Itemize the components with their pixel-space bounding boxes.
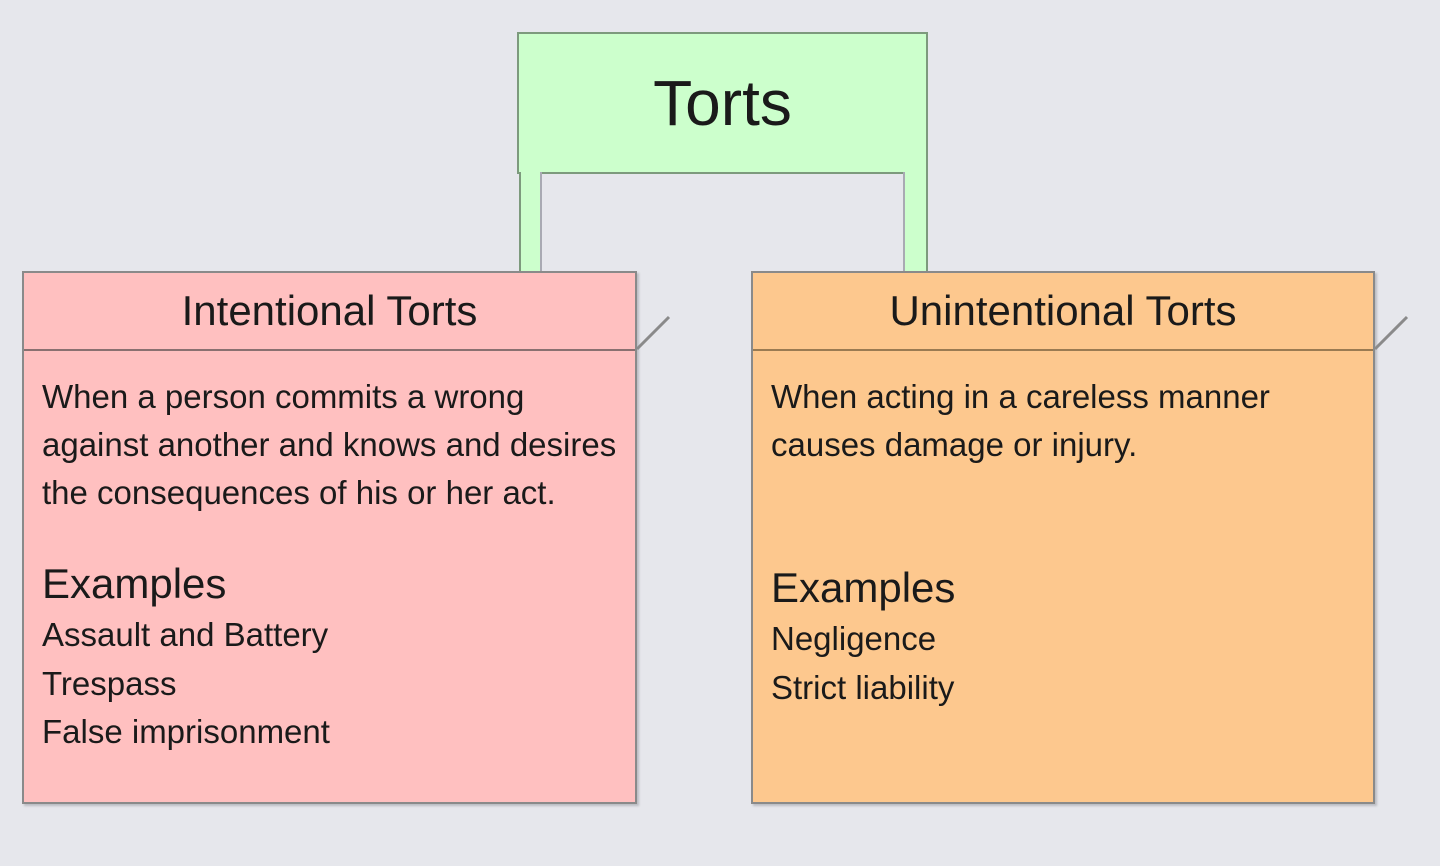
list-item: False imprisonment	[42, 713, 330, 751]
node-unintentional-torts-body: When acting in a careless manner causes …	[753, 351, 1373, 713]
node-torts[interactable]: Torts	[517, 32, 928, 174]
resize-handle-icon[interactable]	[1373, 311, 1413, 351]
node-intentional-torts[interactable]: Intentional Torts When a person commits …	[22, 271, 637, 804]
node-unintentional-torts-examples-list: Negligence Strict liability	[771, 615, 1355, 713]
connector-torts-to-unintentional	[903, 172, 928, 278]
node-unintentional-torts-description: When acting in a careless manner causes …	[771, 378, 1270, 463]
node-intentional-torts-body: When a person commits a wrong against an…	[24, 351, 635, 757]
node-intentional-torts-header: Intentional Torts	[24, 273, 635, 351]
connector-torts-to-intentional	[519, 172, 542, 278]
node-intentional-torts-examples-heading: Examples	[42, 559, 227, 607]
node-unintentional-torts-header: Unintentional Torts	[753, 273, 1373, 351]
list-item: Negligence	[771, 619, 937, 657]
node-intentional-torts-title: Intentional Torts	[181, 287, 478, 334]
node-unintentional-torts-title: Unintentional Torts	[889, 287, 1237, 334]
node-torts-title: Torts	[653, 67, 792, 139]
node-intentional-torts-description: When a person commits a wrong against an…	[42, 378, 617, 511]
resize-handle-icon[interactable]	[635, 311, 675, 351]
list-item: Assault and Battery	[42, 615, 329, 653]
node-unintentional-torts[interactable]: Unintentional Torts When acting in a car…	[751, 271, 1375, 804]
node-unintentional-torts-examples-heading: Examples	[771, 563, 956, 611]
node-intentional-torts-examples-list: Assault and Battery Trespass False impri…	[42, 611, 617, 757]
list-item: Trespass	[42, 664, 177, 702]
list-item: Strict liability	[771, 668, 955, 706]
